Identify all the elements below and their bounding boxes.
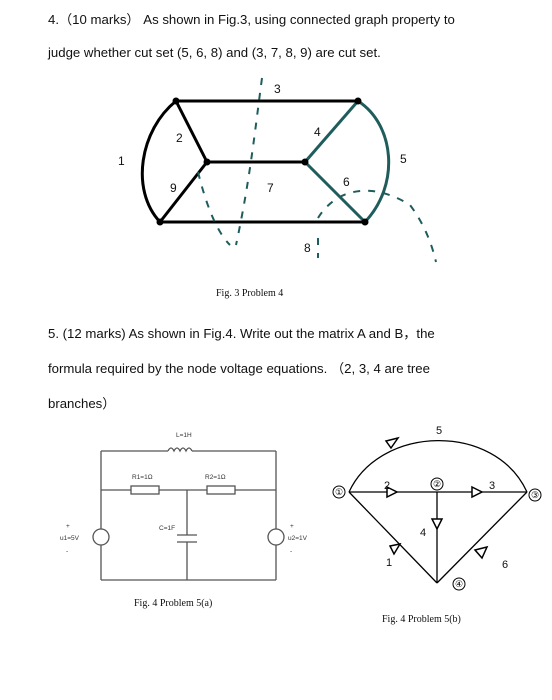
- label-u2: u2=1V: [288, 535, 308, 542]
- edge-5: [357, 99, 391, 224]
- node-2-marker: [430, 477, 444, 491]
- node-2-label: ②: [433, 479, 441, 489]
- label-u1: u1=5V: [60, 535, 80, 542]
- problem-4-line-2: judge whether cut set (5, 6, 8) and (3, …: [48, 45, 381, 60]
- branch-6: [436, 491, 528, 584]
- branch-label-4: 4: [420, 527, 426, 539]
- node-1-label: ①: [335, 487, 343, 497]
- edge-label-6: 6: [343, 175, 350, 189]
- resistor-R1: [130, 485, 160, 495]
- fig5a-caption: Fig. 4 Problem 5(a): [134, 598, 213, 609]
- edge-label-7: 7: [267, 181, 274, 195]
- source-u2: [267, 528, 285, 546]
- edge-label-5: 5: [400, 152, 407, 166]
- branch-1: [348, 491, 438, 584]
- branch-label-1: 1: [386, 557, 392, 569]
- fig3-cut-lines: [197, 77, 437, 263]
- edge-9: [158, 161, 209, 223]
- node-1-marker: [332, 485, 346, 499]
- fig3-graph: 1 2 3 4 5 6 7 8 9: [118, 77, 437, 263]
- node: [301, 158, 309, 166]
- branch-label-2: 2: [384, 480, 390, 492]
- edge-label-8: 8: [304, 241, 311, 255]
- arrow-branch-4: [430, 518, 444, 531]
- edge-label-4: 4: [314, 125, 321, 139]
- cut-line-3789: [235, 77, 263, 246]
- node: [354, 97, 362, 105]
- label-R2: R2=1Ω: [205, 474, 226, 481]
- node: [172, 97, 180, 105]
- edge-label-1: 1: [118, 154, 125, 168]
- inductor-L: [167, 447, 193, 453]
- label-u1-plus: +: [66, 523, 70, 530]
- problem-5-line-3: branches）: [48, 396, 116, 411]
- node-4-label: ④: [455, 579, 463, 589]
- node: [203, 158, 211, 166]
- edge-label-3: 3: [274, 82, 281, 96]
- label-L: L=1H: [176, 432, 192, 439]
- arrow-branch-2: [386, 485, 399, 499]
- fig3-highlight-edges: [303, 99, 391, 224]
- problem-5-line-1: 5. (12 marks) As shown in Fig.4. Write o…: [48, 326, 435, 341]
- fig5b-caption: Fig. 4 Problem 5(b): [382, 614, 461, 625]
- branch-label-6: 6: [502, 559, 508, 571]
- edge-4: [303, 100, 360, 163]
- branch-label-3: 3: [489, 480, 495, 492]
- branch-label-5: 5: [436, 425, 442, 437]
- edge-6: [303, 160, 367, 224]
- node-4-marker: [452, 577, 466, 591]
- branch-5: [348, 440, 528, 493]
- label-C: C=1F: [159, 525, 175, 532]
- node-3-marker: [528, 488, 542, 502]
- label-u2-plus: +: [290, 523, 294, 530]
- source-u1: [92, 528, 110, 546]
- label-u2-minus: -: [290, 548, 292, 555]
- edge-label-2: 2: [176, 131, 183, 145]
- fig3-caption: Fig. 3 Problem 4: [216, 288, 284, 299]
- arrow-branch-1: [388, 542, 402, 556]
- node-3-label: ③: [531, 490, 539, 500]
- label-R1: R1=1Ω: [132, 474, 153, 481]
- fig3-black-edges: [140, 99, 365, 224]
- label-u1-minus: -: [66, 548, 68, 555]
- resistor-R2: [206, 485, 236, 495]
- node: [361, 218, 369, 226]
- problem-5-line-2: formula required by the node voltage equ…: [48, 361, 430, 376]
- arrow-branch-6: [473, 545, 489, 560]
- arrow-branch-3: [471, 485, 484, 499]
- edge-label-9: 9: [170, 181, 177, 195]
- problem-4-line-1: 4.（10 marks） As shown in Fig.3, using co…: [48, 12, 455, 27]
- edge-1: [140, 99, 177, 224]
- node: [156, 218, 164, 226]
- arrow-branch-5: [384, 436, 400, 450]
- edge-2: [174, 100, 209, 163]
- fig3-nodes: [156, 97, 369, 226]
